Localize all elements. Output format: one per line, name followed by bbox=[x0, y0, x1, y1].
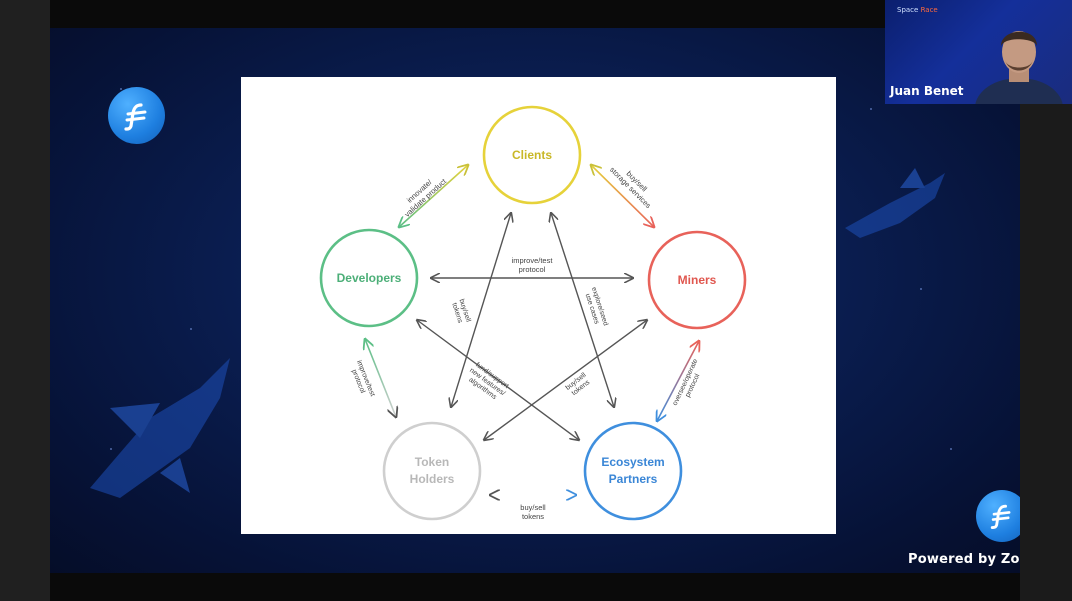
bottom-letterbox bbox=[50, 573, 1020, 601]
powered-by-zoom-label: Powered by Zoom bbox=[908, 552, 1043, 567]
edge-label-clients-token: buy/selltokens bbox=[450, 298, 472, 326]
video-banner-accent: Race bbox=[920, 6, 938, 14]
node-miners-label: Miners bbox=[678, 273, 717, 287]
edge-label-miners-token: buy/selltokens bbox=[565, 371, 593, 398]
participant-video-tile[interactable]: Space Race Juan Benet bbox=[885, 0, 1072, 104]
edge-dev-token bbox=[365, 339, 396, 417]
node-developers-label: Developers bbox=[337, 271, 402, 285]
edge-miners-token bbox=[484, 320, 647, 440]
node-clients: Clients bbox=[482, 105, 582, 205]
edge-label-clients-miners: buy/sellstorage services bbox=[608, 159, 660, 211]
top-letterbox bbox=[50, 0, 885, 28]
rocket-left-icon bbox=[90, 358, 230, 498]
edge-miners-eco bbox=[657, 341, 699, 421]
node-developers: Developers bbox=[319, 228, 419, 328]
video-banner-prefix: Space bbox=[897, 6, 919, 14]
filecoin-logo-icon bbox=[108, 87, 165, 144]
node-miners: Miners bbox=[647, 230, 747, 330]
edge-label-dev-token: improve/testprotocol bbox=[348, 359, 376, 400]
participant-name: Juan Benet bbox=[890, 84, 964, 98]
node-clients-label: Clients bbox=[512, 148, 552, 162]
edge-label-dev-clients: innovate/validate product bbox=[397, 169, 449, 218]
right-margin bbox=[1020, 104, 1072, 601]
video-banner: Space Race bbox=[897, 6, 938, 14]
edge-label-dev-eco: fund/supportnew features/algorithms bbox=[463, 361, 511, 404]
filecoin-logo-small-icon bbox=[976, 490, 1028, 542]
edge-clients-miners bbox=[591, 165, 654, 227]
edge-dev-clients bbox=[399, 165, 468, 227]
left-margin bbox=[0, 0, 50, 601]
participant-avatar bbox=[975, 31, 1063, 104]
rocket-right-icon bbox=[845, 168, 945, 238]
